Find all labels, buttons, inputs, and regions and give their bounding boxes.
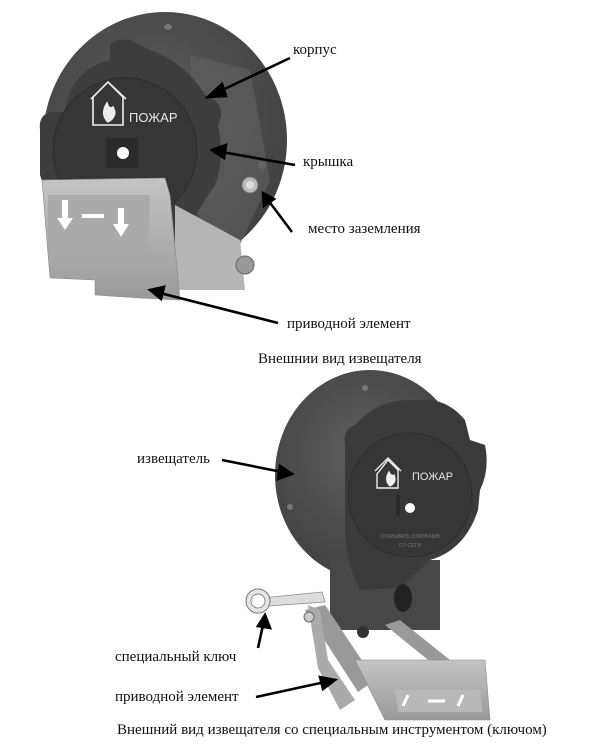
logo-text-bottom: ПОЖАР (412, 471, 453, 483)
grounding-terminal (241, 176, 259, 194)
label-actuator-bottom: приводной элемент (115, 689, 239, 705)
label-actuator: приводной элемент (287, 316, 411, 332)
actuator-bracket-bottom (303, 605, 491, 721)
cover-engraving-line1: ОТКРЫВАТЬ ОТКЛЮЧИВ (380, 534, 440, 540)
caption-bottom: Внешний вид извещателя со специальным ин… (117, 722, 547, 738)
pointer-arrows-bottom (221, 458, 339, 699)
cover-engraving-line2: ОТ СЕТИ (399, 543, 421, 549)
arrow-down-marking-icon (401, 694, 465, 707)
special-key (245, 588, 326, 614)
detector-body (275, 370, 465, 630)
house-fire-logo-icon (90, 80, 127, 126)
detector-cover-bottom: ПОЖАР ОТКРЫВАТЬ ОТКЛЮЧИВ ОТ СЕТИ (344, 400, 487, 612)
house-fire-logo-icon (374, 457, 402, 489)
label-detector: извещатель (137, 451, 210, 467)
label-special-key: специальный ключ (115, 649, 237, 665)
pointer-arrows (147, 56, 296, 325)
label-grounding: место заземления (308, 221, 421, 237)
detector-front-illustration: ПОЖАР (39, 12, 296, 325)
label-cover: крышка (303, 154, 354, 170)
label-housing: корпус (293, 42, 337, 58)
caption-top: Внешнии вид извещателя (258, 351, 422, 367)
arrow-down-marking-icon (57, 200, 129, 237)
logo-text: ПОЖАР (129, 110, 178, 125)
actuator-bracket (41, 177, 255, 301)
